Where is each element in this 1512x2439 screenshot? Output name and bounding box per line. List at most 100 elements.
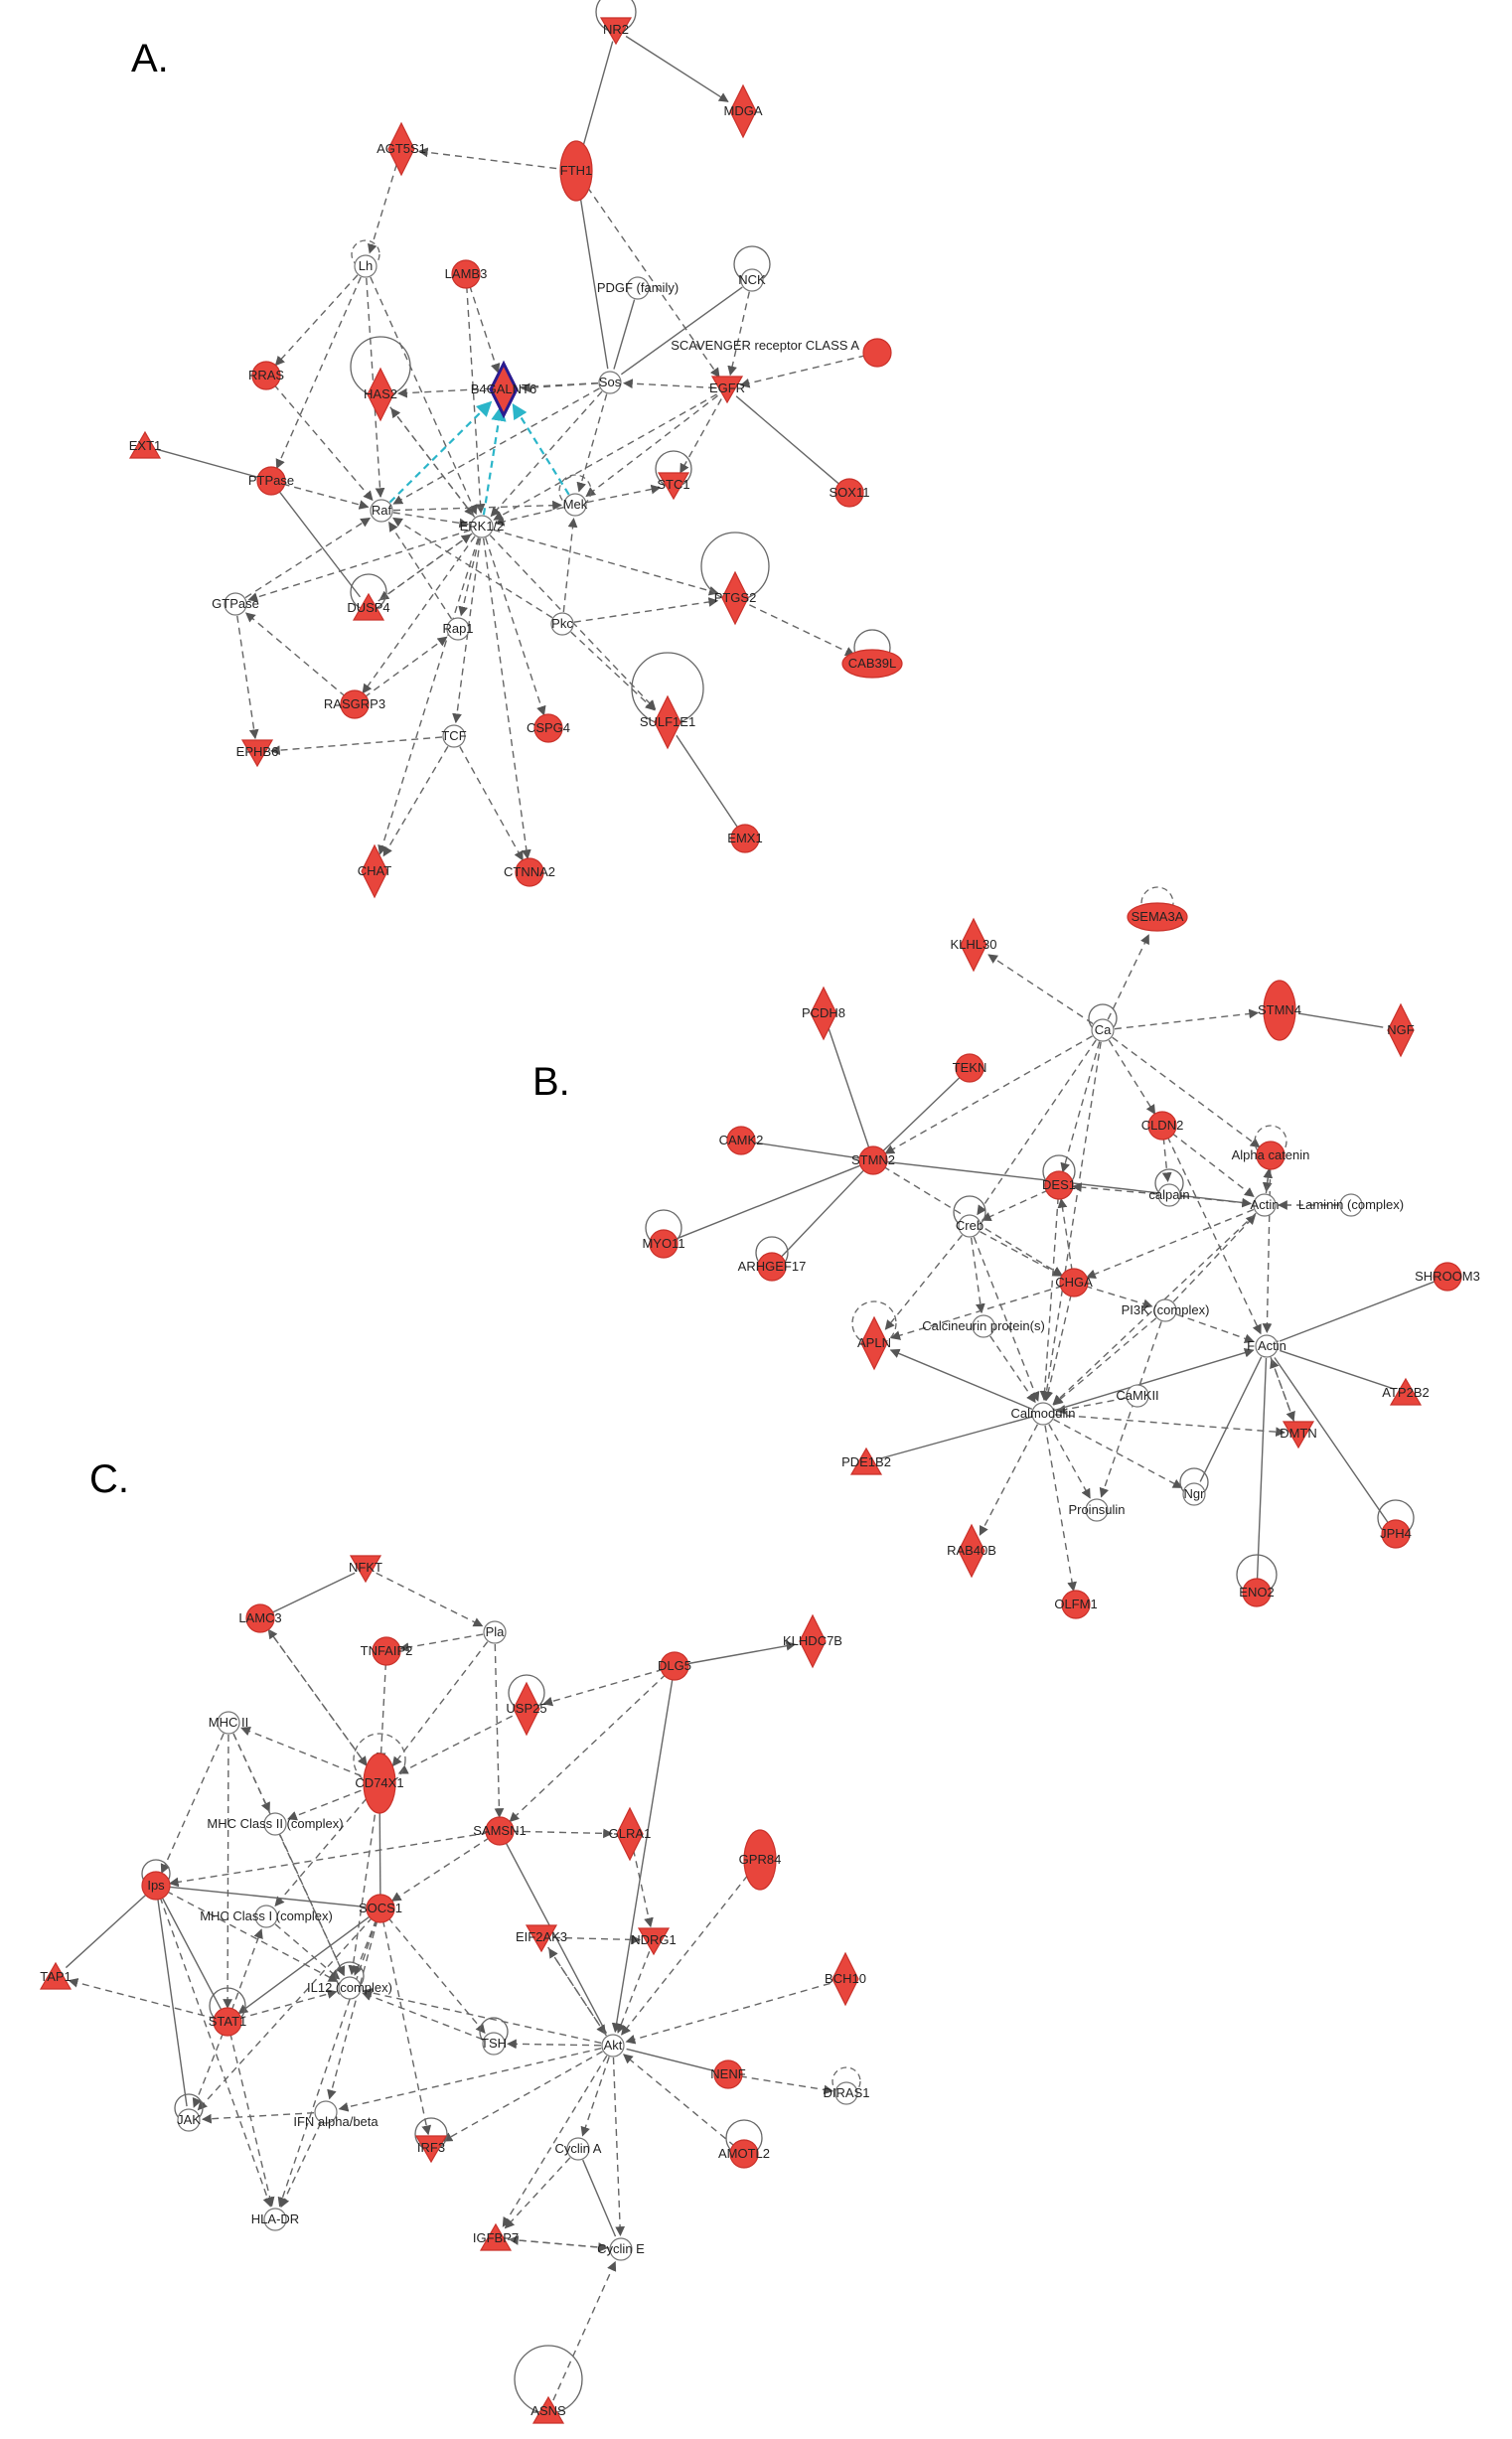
node-ca[interactable]: Ca: [1091, 1018, 1115, 1042]
node-tnfa[interactable]: TNFAIP2: [361, 1636, 413, 1666]
node-tcf[interactable]: TCF: [441, 724, 467, 748]
node-eif[interactable]: EIF2AK3: [516, 1924, 567, 1953]
node-ifn[interactable]: IFN alpha/beta: [293, 2100, 378, 2129]
node-socs[interactable]: SOCS1: [359, 1894, 402, 1923]
node-proinsulin[interactable]: Proinsulin: [1068, 1498, 1126, 1522]
node-stmn[interactable]: STMN2: [851, 1145, 895, 1175]
node-dusp[interactable]: DUSP4: [347, 592, 390, 621]
node-fth[interactable]: FTH1: [559, 140, 593, 202]
node-rab[interactable]: RAB40B: [947, 1523, 996, 1579]
node-mdga[interactable]: MDGA: [724, 83, 763, 139]
node-emx[interactable]: EMX1: [727, 824, 763, 853]
node-camk2[interactable]: CAMK2: [719, 1126, 764, 1155]
node-pkc[interactable]: Pkc: [550, 612, 574, 636]
node-ngr[interactable]: Ngr: [1182, 1482, 1206, 1506]
node-igfbp[interactable]: IGFBP7: [473, 2222, 519, 2251]
node-cab[interactable]: CAB39L: [841, 649, 903, 679]
node-lamb[interactable]: LAMB3: [445, 259, 488, 289]
node-amot[interactable]: AMOTL2: [718, 2139, 770, 2169]
node-samsn[interactable]: SAMSN1: [473, 1816, 527, 1846]
node-nr2[interactable]: NR2: [599, 17, 633, 46]
node-irf[interactable]: IRF3: [414, 2135, 448, 2164]
node-egfr[interactable]: EGFR: [709, 376, 745, 404]
node-stc[interactable]: STC1: [657, 472, 690, 501]
node-nenf[interactable]: NENF: [710, 2059, 746, 2089]
node-creb[interactable]: Creb: [956, 1214, 983, 1238]
node-tsh[interactable]: TSH: [481, 2032, 507, 2056]
node-jph[interactable]: JPH4: [1380, 1519, 1412, 1549]
node-pcdh[interactable]: PCDH8: [802, 986, 845, 1041]
node-ndrg[interactable]: NDRG1: [631, 1927, 677, 1956]
node-bch[interactable]: BCH10: [825, 1951, 866, 2007]
node-mhci[interactable]: MHC Class I (complex): [200, 1905, 333, 1928]
node-chat[interactable]: CHAT: [358, 843, 391, 899]
node-rras[interactable]: RRAS: [248, 361, 284, 390]
node-sema[interactable]: SEMA3A: [1127, 902, 1188, 932]
node-gtpase[interactable]: GTPase: [212, 592, 259, 616]
node-pdgf[interactable]: PDGF (family): [597, 276, 679, 300]
node-eno[interactable]: ENO2: [1239, 1578, 1275, 1607]
node-il12[interactable]: IL12 (complex): [307, 1976, 392, 2000]
node-gpr[interactable]: GPR84: [739, 1829, 782, 1891]
node-pla[interactable]: Pla: [483, 1620, 507, 1644]
node-sulf[interactable]: SULF1E1: [640, 694, 695, 750]
node-tekn[interactable]: TEKN: [953, 1053, 987, 1083]
node-mhc[interactable]: MHC II: [209, 1711, 248, 1735]
node-sox[interactable]: SOX11: [830, 478, 870, 508]
node-actin[interactable]: Actin: [1251, 1193, 1280, 1217]
node-ephb[interactable]: EPHB6: [236, 739, 279, 768]
node-calcb[interactable]: Calcineurin protein(s): [922, 1314, 1045, 1338]
node-raf[interactable]: Raf: [370, 499, 393, 523]
node-ext[interactable]: EXT1: [129, 430, 162, 459]
node-myo[interactable]: MYO11: [642, 1229, 685, 1259]
node-stat[interactable]: STAT1: [209, 2007, 247, 2037]
node-jak[interactable]: JAK: [177, 2108, 201, 2132]
node-nck[interactable]: NCK: [738, 268, 766, 292]
node-ngf[interactable]: NGF: [1387, 1002, 1415, 1058]
node-stmn4[interactable]: STMN4: [1258, 980, 1301, 1041]
node-b4ga[interactable]: B4GALNT6: [471, 360, 536, 419]
node-agt[interactable]: AGT5S1: [377, 121, 426, 177]
node-mek[interactable]: Mek: [563, 493, 588, 517]
node-usp[interactable]: USP25: [506, 1681, 547, 1737]
node-has[interactable]: HAS2: [364, 367, 397, 422]
node-glra[interactable]: GLRA1: [609, 1806, 652, 1862]
node-chga[interactable]: CHGA: [1055, 1268, 1093, 1297]
node-des[interactable]: DES1: [1042, 1170, 1076, 1200]
node-scav[interactable]: SCAVENGER receptor CLASS A: [671, 338, 892, 368]
node-shr[interactable]: SHROOM3: [1415, 1262, 1480, 1292]
node-rap[interactable]: Rap1: [442, 617, 474, 641]
node-factin[interactable]: F Actin: [1247, 1334, 1286, 1358]
node-arhgef[interactable]: ARHGEF17: [738, 1252, 807, 1282]
node-ptpase[interactable]: PTPase: [248, 466, 294, 496]
node-apln[interactable]: APLN: [857, 1315, 891, 1371]
node-rasa[interactable]: RASGRP3: [324, 689, 385, 719]
node-cldn[interactable]: CLDN2: [1141, 1111, 1184, 1141]
node-pi3k[interactable]: PI3K (complex): [1122, 1298, 1210, 1322]
node-asns[interactable]: ASNS: [530, 2395, 566, 2424]
node-calmodulin[interactable]: Calmodulin: [1010, 1402, 1076, 1426]
node-diras[interactable]: DIRAS1: [824, 2081, 870, 2105]
node-lh[interactable]: Lh: [354, 254, 378, 278]
node-dmtn[interactable]: DMTN: [1280, 1421, 1317, 1449]
node-atp[interactable]: ATP2B2: [1382, 1377, 1430, 1406]
node-calpain[interactable]: calpain: [1148, 1183, 1190, 1207]
node-tap[interactable]: TAP1: [39, 1961, 73, 1990]
node-hla[interactable]: HLA-DR: [251, 2208, 299, 2231]
node-klhdc[interactable]: KLHDC7B: [783, 1613, 842, 1669]
node-mhcc[interactable]: MHC Class II (complex): [207, 1812, 344, 1836]
node-lam[interactable]: Laminin (complex): [1298, 1193, 1404, 1217]
node-camkii[interactable]: CaMKII: [1116, 1384, 1159, 1408]
node-ptgs[interactable]: PTGS2: [714, 570, 757, 626]
node-cspg[interactable]: CSPG4: [527, 713, 570, 743]
node-alpha[interactable]: Alpha catenin: [1232, 1141, 1310, 1170]
node-cyce[interactable]: Cyclin E: [597, 2237, 645, 2261]
node-ips[interactable]: Ips: [141, 1871, 171, 1901]
node-cyca[interactable]: Cyclin A: [555, 2137, 602, 2161]
node-klhl[interactable]: KLHL30: [951, 917, 997, 973]
node-pde[interactable]: PDE1B2: [841, 1447, 891, 1475]
node-nfkt[interactable]: NFKT: [349, 1555, 382, 1584]
node-dlg[interactable]: DLG5: [658, 1651, 691, 1681]
node-cd74[interactable]: CD74X1: [355, 1753, 404, 1814]
node-akt[interactable]: Akt: [601, 2034, 625, 2058]
